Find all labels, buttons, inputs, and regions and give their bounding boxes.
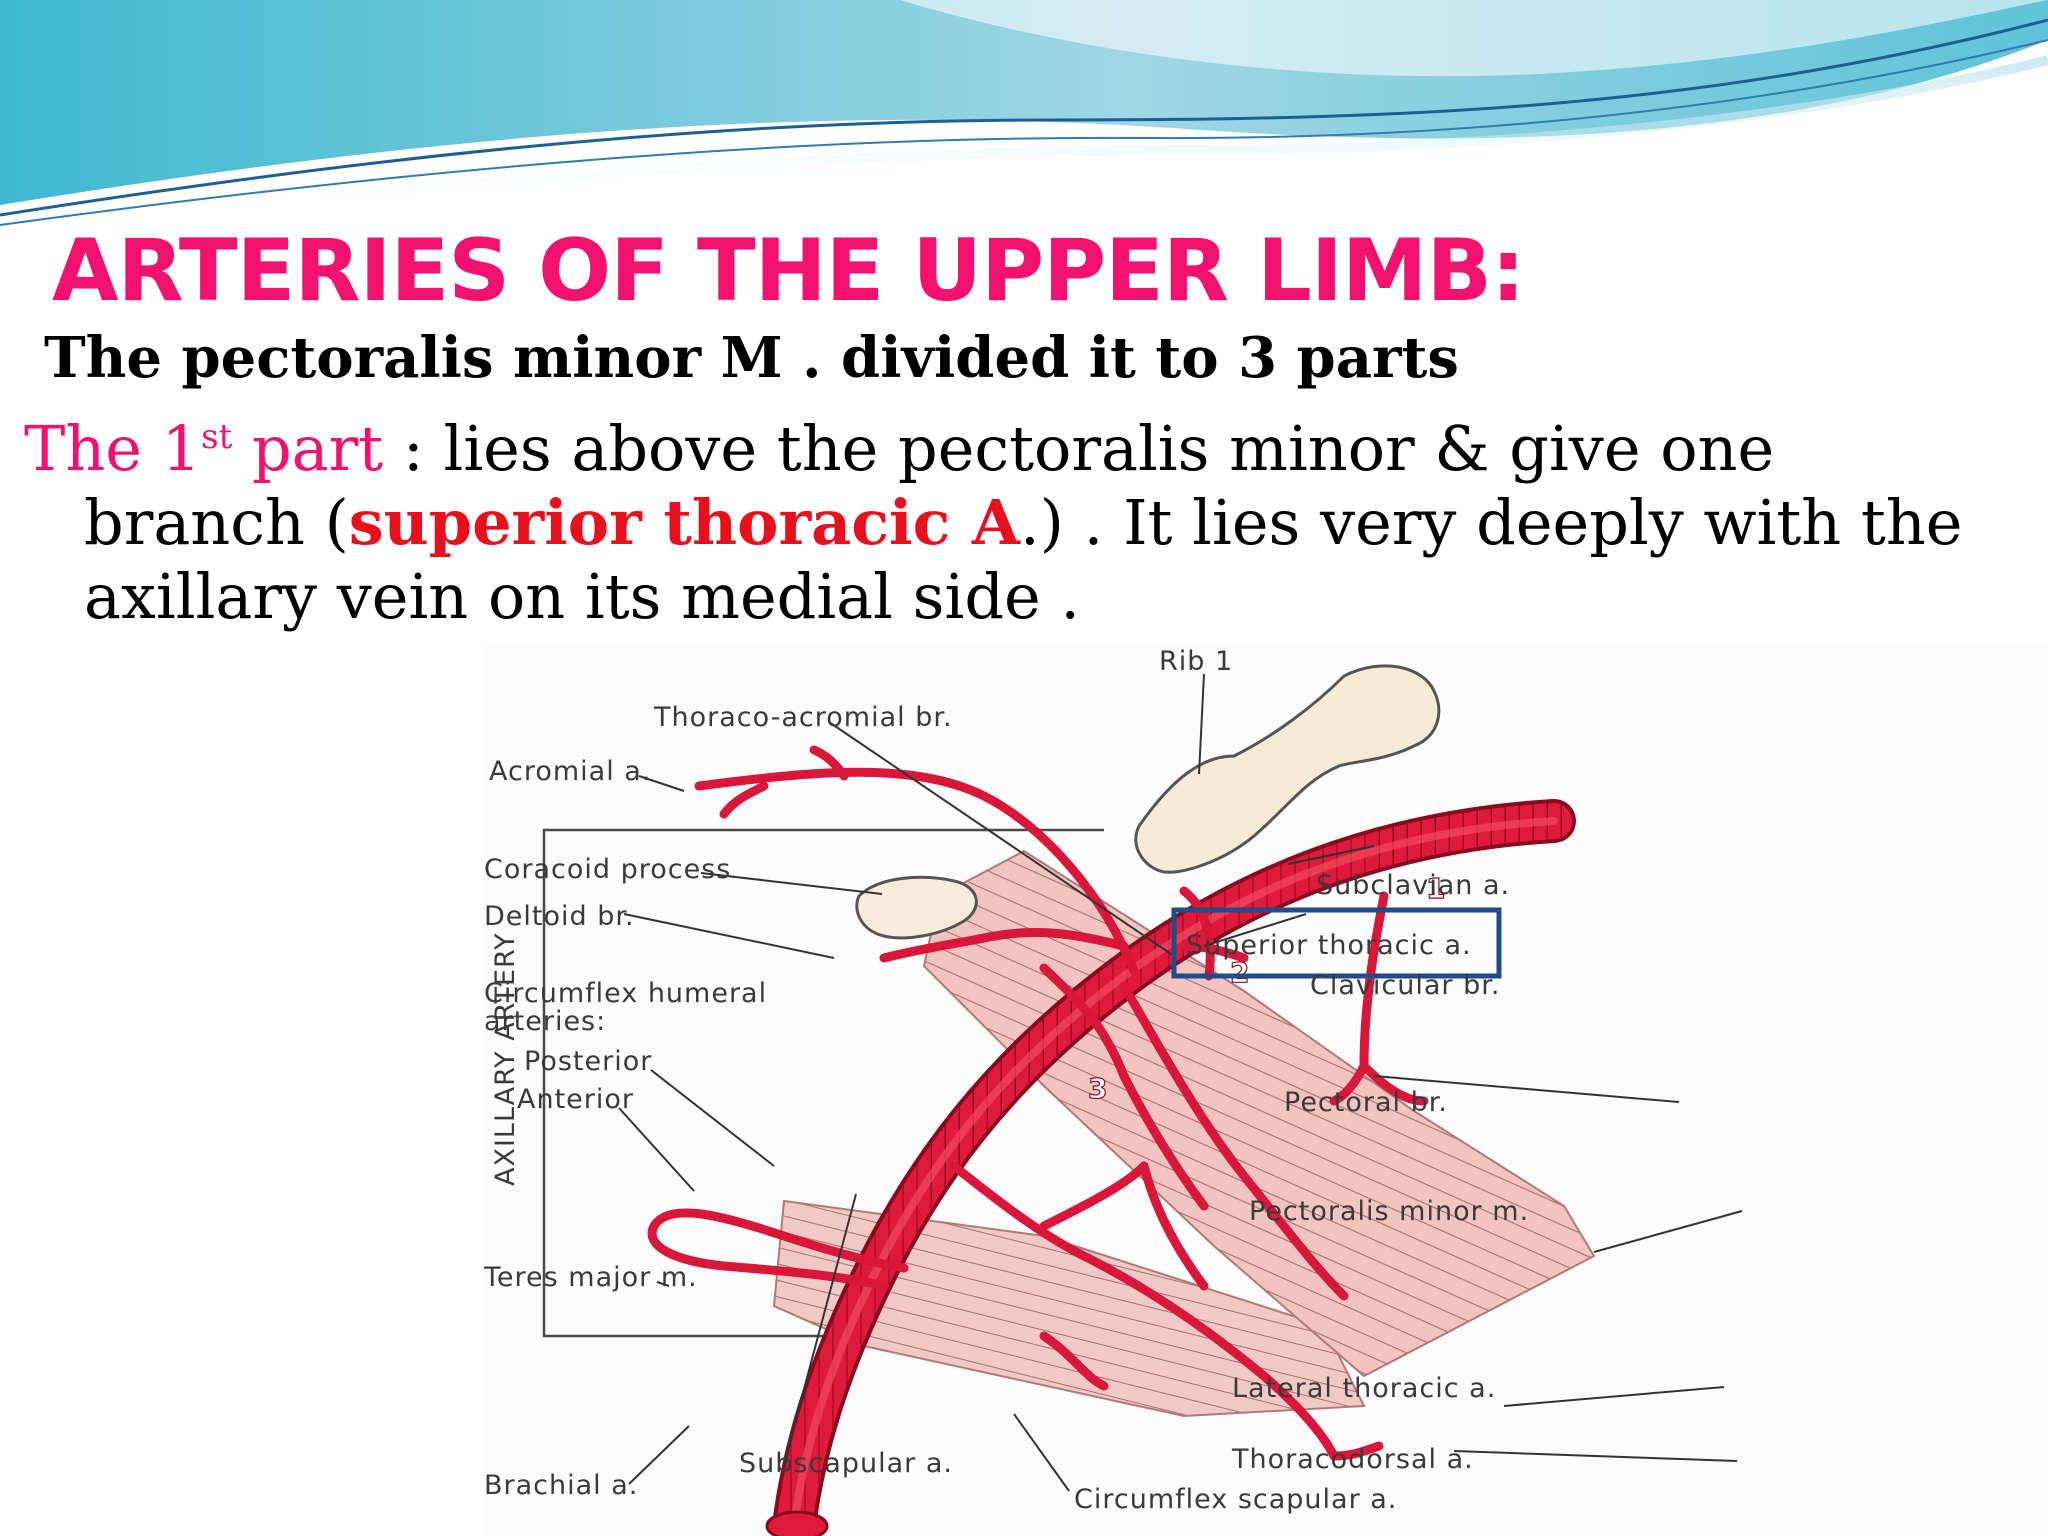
label-teres: Teres major m.	[484, 1262, 698, 1293]
label-circ-scapular: Circumflex scapular a.	[1074, 1484, 1397, 1515]
label-superior-thoracic: Superior thoracic a.	[1186, 930, 1472, 961]
label-pectoral: Pectoral br.	[1284, 1087, 1448, 1118]
label-thoraco-acromial: Thoraco-acromial br.	[653, 702, 953, 733]
part-number-3: 3	[1088, 1072, 1107, 1105]
label-rib-1: Rib 1	[1159, 646, 1233, 677]
label-posterior: Posterior	[524, 1046, 652, 1077]
highlight-term: superior thoracic A	[348, 486, 1021, 559]
axillary-artery-diagram: 1 2 3 AXILLARY ARTERY Thoraco-acro	[484, 646, 2048, 1536]
paragraph-text-2: .) . It lies very deeply with the axilla…	[84, 486, 1963, 633]
label-circumflex-1: Circumflex humeral	[484, 978, 767, 1009]
brachial-cut-end	[765, 1510, 829, 1536]
slide-title: ARTERIES OF THE UPPER LIMB:	[52, 221, 1525, 321]
label-clavicular: Clavicular br.	[1310, 970, 1500, 1001]
slide-subtitle: The pectoralis minor M . divided it to 3…	[44, 325, 1459, 391]
part-number-2: 2	[1230, 956, 1249, 989]
label-subscapular: Subscapular a.	[739, 1448, 953, 1479]
paragraph-text-1: : lies above the pectoralis minor & give…	[84, 412, 1775, 559]
label-subclavian: Subclavian a.	[1316, 870, 1510, 901]
label-deltoid: Deltoid br.	[484, 901, 635, 932]
label-brachial: Brachial a.	[484, 1470, 638, 1501]
coracoid-process	[855, 875, 978, 940]
body-paragraph: The 1st part : lies above the pectoralis…	[24, 412, 2014, 634]
label-anterior: Anterior	[517, 1084, 634, 1115]
leader-lines	[618, 673, 1743, 1492]
header-wave-decoration	[0, 0, 2048, 237]
artery-branches	[647, 745, 1429, 1461]
rib-1	[1134, 664, 1441, 874]
frame-outline	[542, 828, 1104, 1338]
part-lead-text: The 1st part	[24, 412, 384, 485]
highlight-box	[1171, 907, 1502, 979]
label-pect-minor: Pectoralis minor m.	[1249, 1196, 1529, 1227]
label-axillary-artery: AXILLARY ARTERY	[490, 932, 521, 1186]
label-coracoid: Coracoid process	[484, 854, 731, 885]
part-number-1: 1	[1426, 872, 1445, 905]
label-acromial: Acromial a.	[489, 756, 651, 787]
label-thoracodorsal: Thoracodorsal a.	[1231, 1444, 1474, 1475]
label-circumflex-2: arteries:	[484, 1006, 606, 1037]
label-lateral-thoracic: Lateral thoracic a.	[1232, 1373, 1496, 1404]
teres-major-muscle	[772, 1199, 1366, 1418]
